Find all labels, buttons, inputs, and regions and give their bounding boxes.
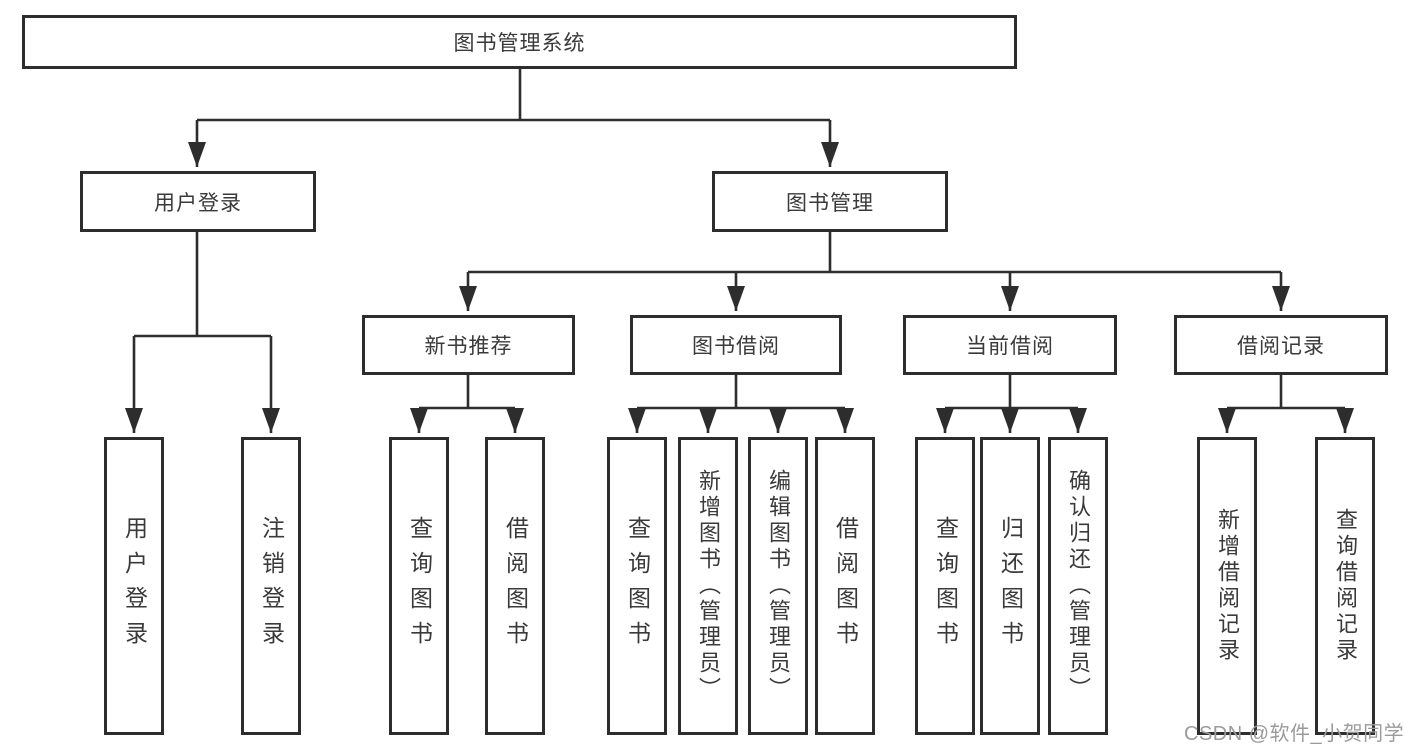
leaf-cb-return-books: 归还图书 [980, 437, 1040, 735]
node-current-borrowing: 当前借阅 [903, 315, 1117, 375]
node-book-borrowing-label: 图书借阅 [692, 335, 780, 358]
leaf-br-add-record: 新增借阅记录 [1197, 437, 1257, 735]
leaf-bb-borrow-books: 借阅图书 [815, 437, 875, 735]
leaf-br-query-record-label: 查询借阅记录 [1333, 508, 1358, 664]
node-user-login: 用户登录 [80, 171, 316, 232]
node-root-label: 图书管理系统 [453, 32, 586, 55]
node-borrowing-records: 借阅记录 [1174, 315, 1388, 375]
node-current-borrowing-label: 当前借阅 [966, 335, 1054, 358]
node-book-management-label: 图书管理 [786, 191, 874, 215]
leaf-nb-borrow-books: 借阅图书 [485, 437, 545, 735]
leaf-cb-query-books: 查询图书 [915, 437, 975, 735]
leaf-bb-borrow-books-label: 借阅图书 [832, 516, 859, 656]
node-new-book-recommend-label: 新书推荐 [424, 335, 513, 358]
leaf-logout-label: 注销登录 [258, 516, 285, 656]
leaf-cb-confirm-return-admin-label: 确认归还（管理员） [1066, 469, 1091, 703]
node-new-book-recommend: 新书推荐 [362, 315, 575, 375]
node-root: 图书管理系统 [22, 15, 1017, 69]
node-book-borrowing: 图书借阅 [630, 315, 842, 375]
leaf-cb-confirm-return-admin: 确认归还（管理员） [1048, 437, 1108, 735]
leaf-nb-borrow-books-label: 借阅图书 [502, 516, 529, 656]
leaf-user-login-label: 用户登录 [121, 516, 148, 656]
leaf-br-query-record: 查询借阅记录 [1315, 437, 1375, 735]
leaf-nb-query-books-label: 查询图书 [406, 516, 433, 656]
node-borrowing-records-label: 借阅记录 [1237, 335, 1325, 358]
leaf-bb-edit-books-admin: 编辑图书（管理员） [748, 437, 808, 735]
leaf-cb-return-books-label: 归还图书 [997, 516, 1024, 656]
leaf-user-login: 用户登录 [104, 437, 164, 735]
leaf-cb-query-books-label: 查询图书 [932, 516, 959, 656]
leaf-nb-query-books: 查询图书 [389, 437, 449, 735]
leaf-logout: 注销登录 [241, 437, 301, 735]
leaf-br-add-record-label: 新增借阅记录 [1215, 508, 1240, 664]
csdn-watermark: CSDN @软件_小贺同学 [1184, 723, 1405, 745]
node-book-management: 图书管理 [712, 171, 948, 232]
leaf-bb-query-books-label: 查询图书 [624, 516, 651, 656]
leaf-bb-edit-books-admin-label: 编辑图书（管理员） [766, 469, 791, 703]
leaf-bb-query-books: 查询图书 [607, 437, 667, 735]
node-user-login-label: 用户登录 [154, 191, 242, 215]
leaf-bb-add-books-admin: 新增图书（管理员） [678, 437, 738, 735]
leaf-bb-add-books-admin-label: 新增图书（管理员） [696, 469, 721, 703]
